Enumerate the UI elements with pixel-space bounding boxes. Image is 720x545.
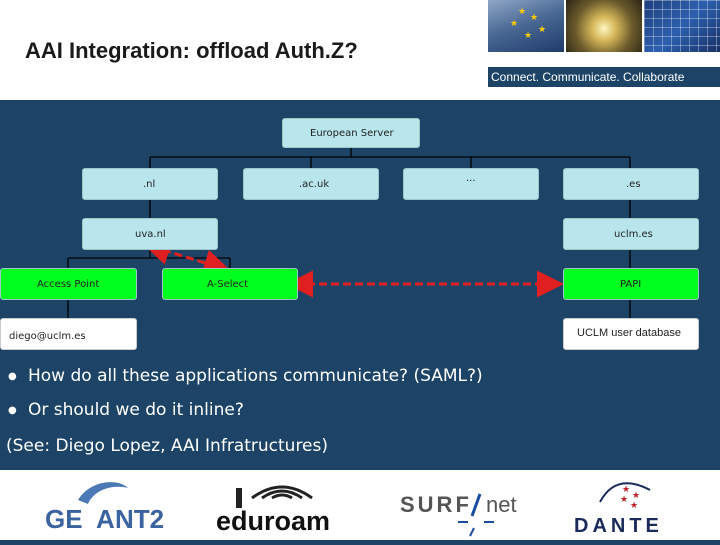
node-label: .ac.uk [299, 179, 330, 190]
node-label: .nl [143, 179, 156, 190]
bullet-text: Or should we do it inline? [28, 400, 244, 420]
node-a-select: A-Select [162, 268, 298, 300]
dante-text: DANTE [574, 515, 663, 537]
light-photo [566, 0, 642, 52]
net-text: net [486, 492, 517, 517]
geant2-logo: GE A NT2 [40, 470, 180, 540]
eduroam-logo: eduroam [212, 470, 357, 540]
svg-text:★: ★ [630, 500, 638, 510]
node-label: A-Select [207, 279, 249, 290]
node-label: European Server [310, 128, 394, 139]
eduroam-waves-icon: eduroam [216, 485, 330, 536]
bullet-dot-icon: ● [8, 404, 17, 416]
eu-flag-photo: ★ ★ ★ ★ ★ [488, 0, 564, 52]
surfnet-mark: SURF net [400, 492, 517, 537]
slide-title: AAI Integration: offload Auth.Z? [25, 38, 358, 63]
surf-text: SURF [400, 492, 472, 517]
node-uva-nl: uva.nl [82, 218, 218, 250]
node-access-point: Access Point [0, 268, 137, 300]
hierarchy-diagram: European Server .nl .ac.uk ... .es uva.n… [0, 100, 720, 360]
eduroam-text: eduroam [216, 506, 330, 536]
node-label: ... [466, 173, 476, 184]
bullet-text: How do all these applications communicat… [28, 366, 483, 386]
node-european-server: European Server [282, 118, 420, 148]
node-papi: PAPI [563, 268, 699, 300]
dante-stars-icon: ★ ★ ★ ★ DANTE [574, 482, 663, 537]
dante-logo: ★ ★ ★ ★ DANTE [570, 470, 685, 540]
geant-text-nt2: NT2 [115, 504, 164, 534]
node-label: PAPI [620, 279, 642, 290]
surfnet-logo: SURF net [398, 470, 538, 540]
geant-text-ge: GE [45, 504, 83, 534]
slide-tagline: Connect. Communicate. Collaborate [488, 67, 720, 87]
svg-text:★: ★ [632, 490, 640, 500]
svg-text:★: ★ [620, 494, 628, 504]
node-es: .es [563, 168, 699, 200]
star-icon: ★ [518, 6, 527, 16]
node-ac-uk: .ac.uk [243, 168, 379, 200]
node-label: UCLM user database [577, 327, 681, 339]
node-diego-uclm-es: diego@uclm.es [0, 318, 137, 350]
star-icon: ★ [524, 30, 533, 40]
svg-text:★: ★ [622, 484, 630, 494]
geant-swirl-icon: GE A NT2 [45, 482, 164, 534]
bullet-dot-icon: ● [8, 370, 17, 382]
node-label: diego@uclm.es [9, 331, 86, 342]
reference-note: (See: Diego Lopez, AAI Infratructures) [6, 436, 328, 456]
bullet-item: ● How do all these applications communica… [8, 366, 483, 386]
star-icon: ★ [538, 24, 547, 34]
bullet-item: ● Or should we do it inline? [8, 400, 244, 420]
node-uclm-es: uclm.es [563, 218, 699, 250]
node-nl: .nl [82, 168, 218, 200]
slide-header: AAI Integration: offload Auth.Z? ★ ★ ★ ★… [0, 0, 720, 100]
footer-logos: GE A NT2 eduroam SURF net ★ ★ ★ ★ [0, 470, 720, 540]
node-label: uclm.es [614, 229, 653, 240]
note-text: (See: Diego Lopez, AAI Infratructures) [6, 436, 329, 456]
red-dashed-arrow [142, 238, 231, 276]
node-label: uva.nl [135, 229, 166, 240]
node-ellipsis: ... [403, 168, 539, 200]
star-icon: ★ [510, 18, 519, 28]
star-icon: ★ [530, 12, 539, 22]
geant-a-glyph: A [96, 504, 115, 534]
node-label: Access Point [37, 279, 100, 290]
node-uclm-user-database: UCLM user database [563, 318, 699, 350]
network-map-photo [644, 0, 720, 52]
node-label: .es [626, 179, 641, 190]
